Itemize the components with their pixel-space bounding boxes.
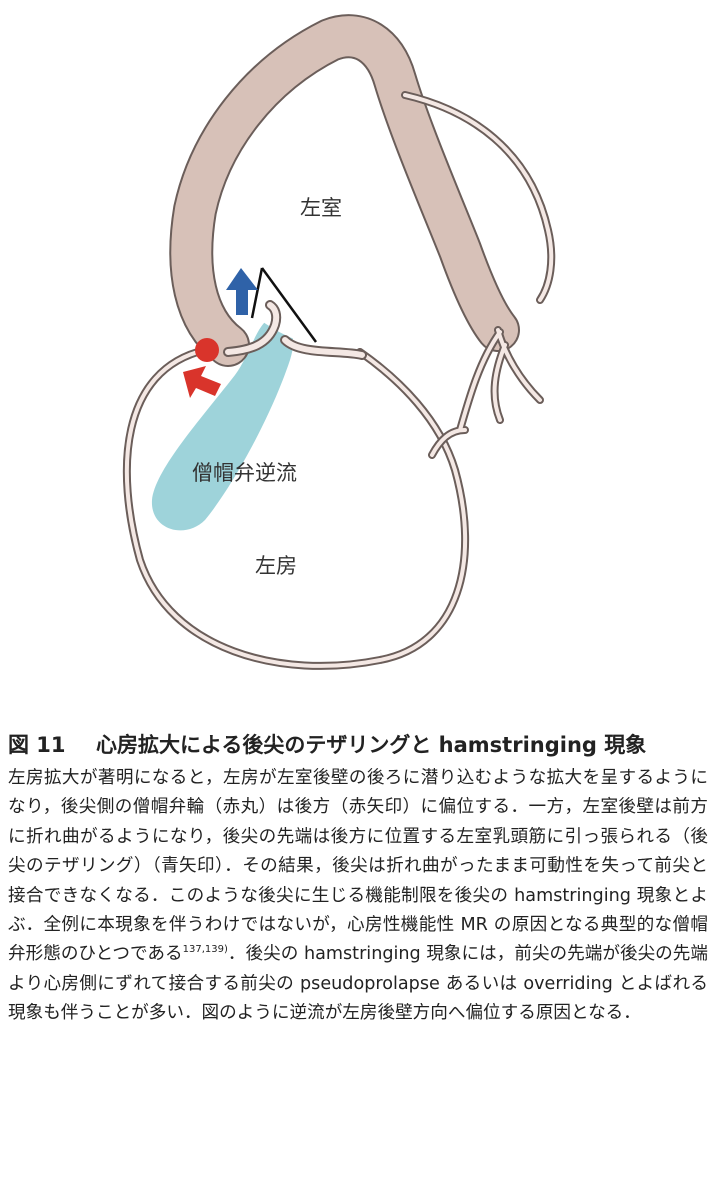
figure-caption: 図 11 心房拡大による後尖のテザリングと hamstringing 現象 xyxy=(8,730,708,760)
blue-arrow-icon xyxy=(226,268,258,315)
regurgitation-jet xyxy=(151,318,294,531)
caption-block: 図 11 心房拡大による後尖のテザリングと hamstringing 現象 左房… xyxy=(8,730,708,1029)
red-circle-marker xyxy=(195,338,219,362)
heart-diagram: 左室 僧帽弁逆流 左房 xyxy=(122,14,556,670)
figure-title: 心房拡大による後尖のテザリングと hamstringing 現象 xyxy=(96,733,647,757)
figure-number: 図 11 xyxy=(8,733,66,757)
outer-vessel xyxy=(401,91,556,304)
red-arrow-icon xyxy=(183,366,221,398)
left-ventricle-cavity xyxy=(234,70,465,345)
label-left-atrium: 左房 xyxy=(255,554,297,578)
tethering-lines xyxy=(250,267,318,343)
left-atrium-wall xyxy=(122,346,469,670)
reference-superscript: 137,139) xyxy=(182,944,228,956)
caption-body: 左房拡大が著明になると，左房が左室後壁の後ろに潜り込むような拡大を呈するようにな… xyxy=(8,764,708,1029)
left-ventricle-wall xyxy=(169,14,520,367)
body-text-main: 左房拡大が著明になると，左房が左室後壁の後ろに潜り込むような拡大を呈するようにな… xyxy=(8,768,708,965)
chordae-branches xyxy=(428,326,544,459)
body-text-continued: ．後尖の hamstringing 現象には，前尖の先端が後尖の先端より心房側に… xyxy=(8,944,708,1024)
mitral-leaflets xyxy=(223,300,367,360)
label-left-ventricle: 左室 xyxy=(300,196,342,220)
label-mitral-regurgitation: 僧帽弁逆流 xyxy=(192,461,297,485)
